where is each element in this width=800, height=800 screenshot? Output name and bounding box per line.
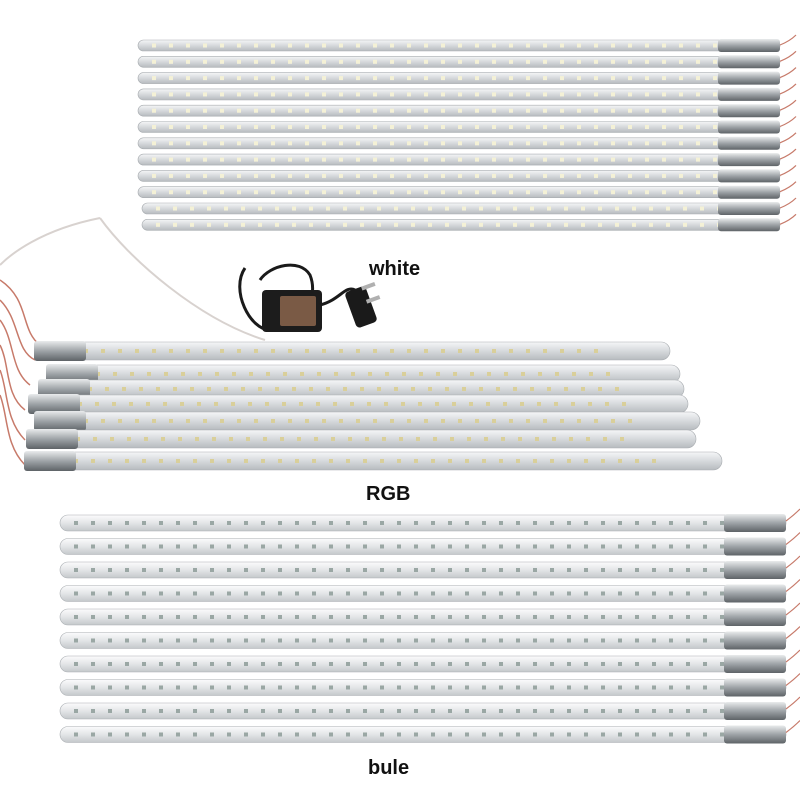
blue-tube <box>59 561 787 579</box>
blue-tube <box>59 725 787 744</box>
white-tube <box>137 120 781 134</box>
white-tube <box>137 87 781 101</box>
blue-tube <box>59 631 787 650</box>
rgb-tube <box>34 411 701 431</box>
rgb-tube <box>34 341 671 361</box>
plug-icon <box>345 281 381 328</box>
rgb-tube <box>38 379 685 399</box>
blue-tube <box>59 514 787 532</box>
blue-tube <box>59 608 787 626</box>
rgb-tube <box>28 394 689 414</box>
blue-tube <box>59 584 787 603</box>
blue-label: bule <box>368 757 410 779</box>
rgb-tube <box>26 429 697 449</box>
white-tube <box>137 153 781 167</box>
white-tube <box>137 55 781 69</box>
white-tube <box>141 202 781 215</box>
white-tube <box>141 218 781 232</box>
rgb-tube <box>24 451 723 471</box>
blue-tube-group <box>59 508 800 744</box>
rgb-tube-group <box>24 341 723 471</box>
white-tube <box>137 185 781 199</box>
white-tube-group <box>137 34 797 232</box>
blue-tube <box>59 655 787 673</box>
blue-tube <box>59 702 787 720</box>
white-tube <box>137 71 781 85</box>
white-tube <box>137 104 781 118</box>
white-label: white <box>369 258 421 280</box>
rgb-label: RGB <box>366 483 411 505</box>
white-tube <box>137 136 781 150</box>
white-tube <box>137 39 781 52</box>
white-tube <box>137 169 781 183</box>
blue-tube <box>59 678 787 697</box>
blue-tube <box>59 537 787 556</box>
power-adapter-icon <box>0 217 356 466</box>
